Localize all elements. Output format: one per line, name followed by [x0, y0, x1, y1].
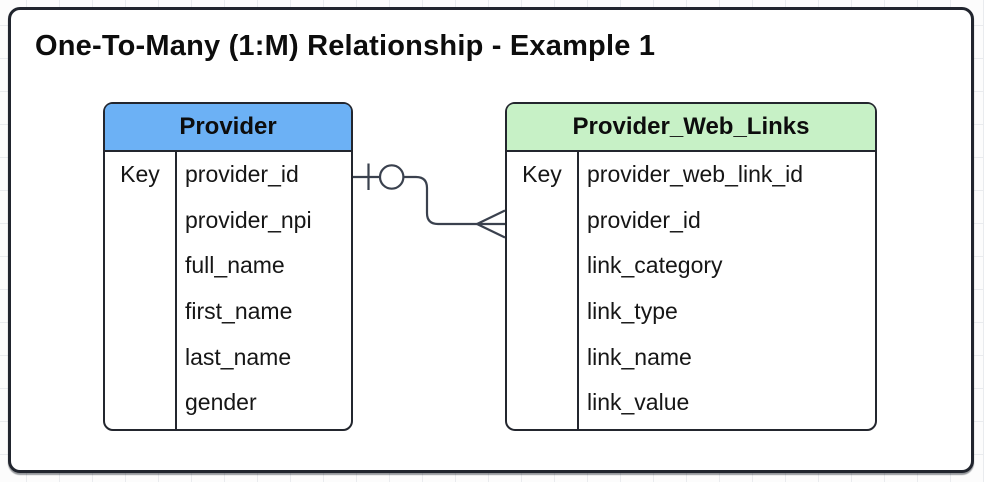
- field-row: link_category: [587, 252, 723, 279]
- field-row: provider_npi: [185, 206, 312, 233]
- field-row: provider_id: [587, 206, 701, 233]
- entity-body-provider-web-links: Key provider_web_link_id provider_id lin…: [507, 152, 875, 429]
- field-row: full_name: [185, 252, 285, 279]
- entity-header-provider-web-links: Provider_Web_Links: [507, 104, 875, 152]
- key-column: Key: [105, 152, 177, 429]
- entity-table-provider[interactable]: Provider Key provider_id provider_npi fu…: [103, 102, 353, 431]
- fields-column: provider_id provider_npi full_name first…: [177, 152, 351, 429]
- key-label: Key: [120, 161, 160, 188]
- diagram-title: One-To-Many (1:M) Relationship - Example…: [35, 30, 656, 62]
- field-row: link_value: [587, 389, 690, 416]
- field-row: link_type: [587, 298, 678, 325]
- field-row: provider_web_link_id: [587, 161, 804, 188]
- fields-column: provider_web_link_id provider_id link_ca…: [579, 152, 875, 429]
- entity-table-provider-web-links[interactable]: Provider_Web_Links Key provider_web_link…: [505, 102, 877, 431]
- entity-body-provider: Key provider_id provider_npi full_name f…: [105, 152, 351, 429]
- field-row: last_name: [185, 343, 292, 370]
- entity-header-provider: Provider: [105, 104, 351, 152]
- field-row: gender: [185, 389, 257, 416]
- field-row: link_name: [587, 343, 692, 370]
- key-label: Key: [522, 161, 562, 188]
- key-column: Key: [507, 152, 579, 429]
- field-row: provider_id: [185, 161, 299, 188]
- field-row: first_name: [185, 298, 293, 325]
